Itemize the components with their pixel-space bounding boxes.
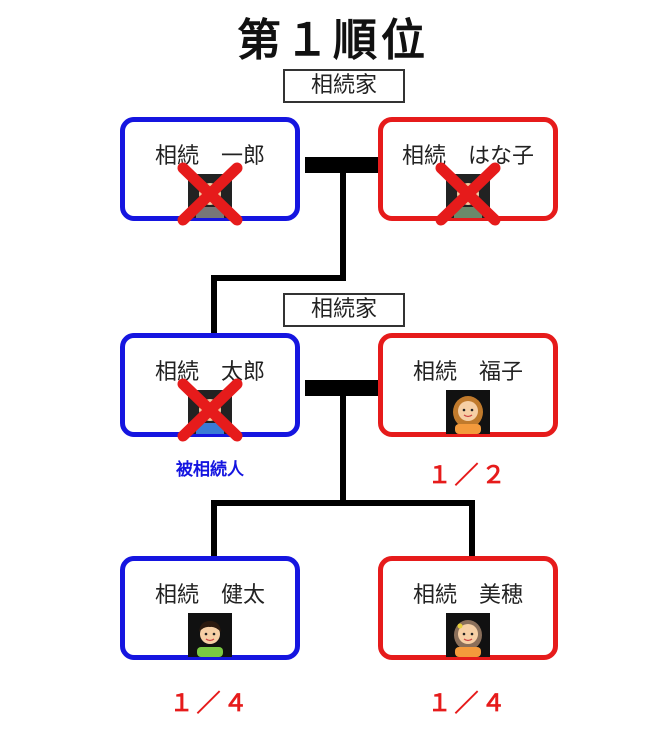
person-name: 相続 美穂 [412, 583, 523, 608]
person-card-son: 相続 健太 [120, 556, 300, 660]
person-card-grandmother: 相続 はな子 [378, 117, 558, 226]
children-line-left-drop [211, 500, 217, 556]
descent-line-top-horizontal [211, 275, 346, 281]
person-name: 相続 健太 [154, 583, 265, 608]
girl-avatar-icon [446, 613, 490, 657]
red-x-icon [177, 378, 243, 442]
descent-line-mid [340, 388, 346, 503]
person-name: 相続 太郎 [154, 360, 265, 385]
page-title: 第１順位 [237, 15, 429, 66]
descent-line-top [340, 165, 346, 278]
inheritance-share-son: １／４ [169, 689, 251, 717]
children-line-horizontal [211, 500, 475, 506]
red-x-icon [435, 162, 501, 226]
person-card-mother: 相続 福子 [378, 333, 558, 437]
red-x-icon [177, 162, 243, 226]
woman-avatar-icon [446, 390, 490, 434]
person-name: 相続 一郎 [154, 144, 265, 169]
inheritance-share-daughter: １／４ [427, 689, 509, 717]
person-card-daughter: 相続 美穂 [378, 556, 558, 660]
person-card-grandfather: 相続 一郎 [120, 117, 300, 226]
inheritance-share-mother: １／２ [427, 461, 509, 489]
person-name: 相続 はな子 [401, 144, 534, 169]
family-label-parents: 相続家 [283, 293, 405, 327]
family-label-grandparents: 相続家 [283, 69, 405, 103]
boy-avatar-icon [188, 613, 232, 657]
person-card-father: 相続 太郎 [120, 333, 300, 442]
descent-line-top-drop [211, 275, 217, 333]
person-name: 相続 福子 [412, 360, 523, 385]
children-line-right-drop [469, 500, 475, 556]
decedent-label: 被相続人 [176, 460, 244, 480]
